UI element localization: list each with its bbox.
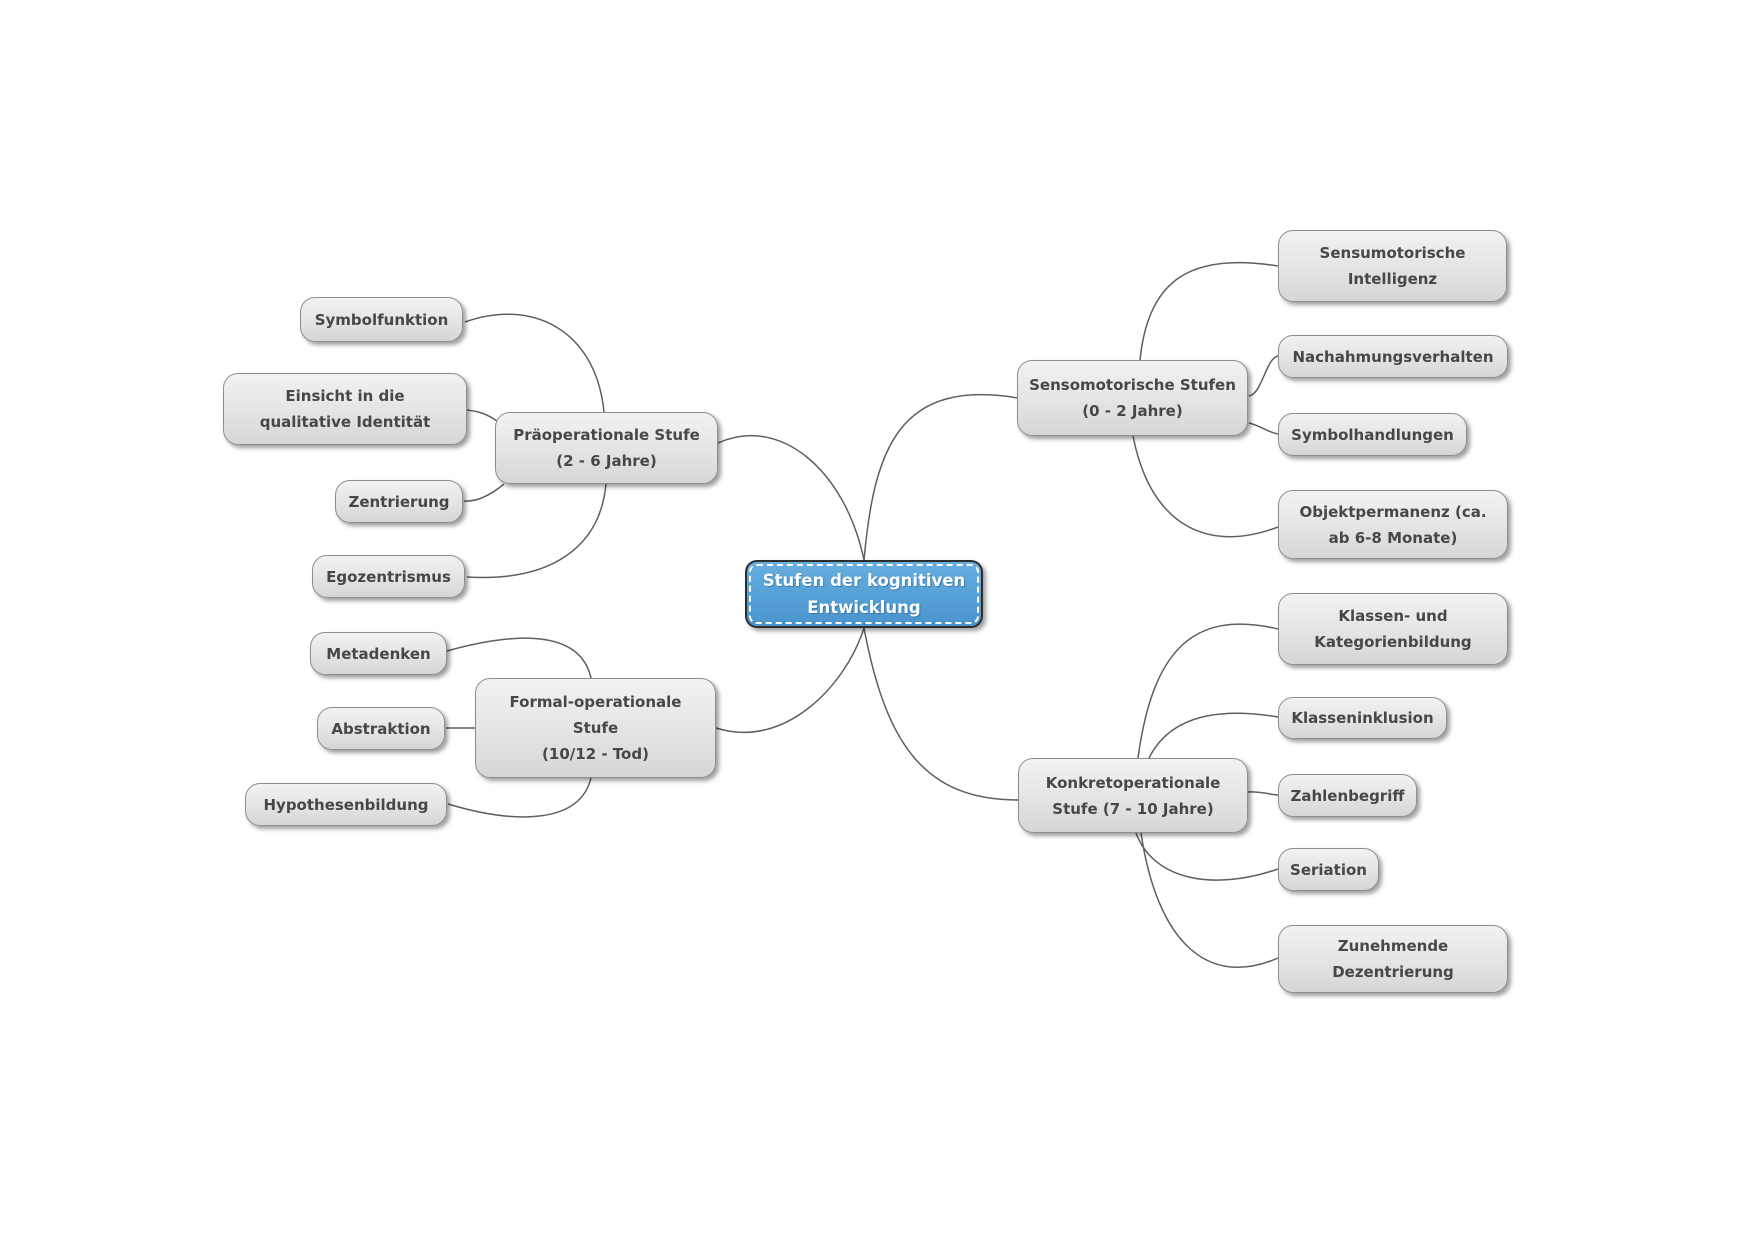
connector-sensomot-to-objektpermanenz (1132, 435, 1279, 538)
node-root-label: Stufen der kognitiven Entwicklung (762, 571, 966, 617)
connector-formal-to-hypothesenbildung (447, 777, 592, 818)
connector-formal-to-metadenken (446, 637, 592, 679)
node-label: Objektpermanenz (ca. ab 6-8 Monate) (1299, 502, 1487, 547)
node-label: Zentrierung (348, 492, 450, 511)
connector-sensomot-to-symbolhandlungen (1248, 422, 1279, 435)
node-label: Präoperationale Stufe (2 - 6 Jahre) (513, 426, 700, 470)
connector-konkret-to-klasseninklusion (1148, 712, 1279, 759)
connector-root-to-formaloperationale (715, 627, 865, 734)
connector-konkret-to-dezentrierung (1140, 832, 1279, 968)
node-sensumotorische-intelligenz[interactable]: Sensumotorische Intelligenz (1278, 230, 1507, 302)
node-praeoperationale-stufe[interactable]: Präoperationale Stufe (2 - 6 Jahre) (495, 412, 718, 484)
node-root-stufen-der-kognitiven-entwicklung[interactable]: Stufen der kognitiven Entwicklung (745, 560, 983, 628)
connector-sensomot-to-intelligenz (1139, 261, 1279, 361)
node-label: Hypothesenbildung (263, 795, 429, 814)
node-nachahmungsverhalten[interactable]: Nachahmungsverhalten (1278, 335, 1508, 378)
connector-praeop-to-zentrierung (463, 483, 505, 502)
node-hypothesenbildung[interactable]: Hypothesenbildung (245, 783, 447, 826)
connector-root-to-konkretoperationale (863, 627, 1019, 801)
node-zentrierung[interactable]: Zentrierung (335, 480, 463, 523)
node-seriation[interactable]: Seriation (1278, 848, 1379, 891)
node-label: Klasseninklusion (1291, 709, 1434, 727)
node-metadenken[interactable]: Metadenken (310, 632, 447, 675)
node-label: Seriation (1290, 860, 1367, 879)
node-sensomotorische-stufen[interactable]: Sensomotorische Stufen (0 - 2 Jahre) (1017, 360, 1248, 436)
node-zahlenbegriff[interactable]: Zahlenbegriff (1278, 774, 1417, 817)
connector-praeop-to-einsicht (465, 409, 498, 422)
node-konkretoperationale-stufe[interactable]: Konkretoperationale Stufe (7 - 10 Jahre) (1018, 758, 1248, 833)
node-egozentrismus[interactable]: Egozentrismus (312, 555, 465, 598)
node-formal-operationale-stufe[interactable]: Formal-operationale Stufe (10/12 - Tod) (475, 678, 716, 778)
node-einsicht-qualitative-identitaet[interactable]: Einsicht in die qualitative Identität (223, 373, 467, 445)
node-label: Klassen- und Kategorienbildung (1314, 607, 1472, 651)
connector-konkret-to-zahlenbegriff (1247, 791, 1279, 796)
node-label: Sensomotorische Stufen (0 - 2 Jahre) (1029, 376, 1236, 420)
node-label: Nachahmungsverhalten (1292, 347, 1494, 366)
connector-konkret-to-klassenbildung (1137, 623, 1279, 759)
connector-praeop-to-symbolfunktion (464, 313, 605, 413)
connector-root-to-praeoperationale (717, 434, 865, 561)
node-abstraktion[interactable]: Abstraktion (317, 707, 445, 750)
node-zunehmende-dezentrierung[interactable]: Zunehmende Dezentrierung (1278, 925, 1508, 993)
node-label: Sensumotorische Intelligenz (1319, 244, 1466, 288)
connector-sensomot-to-nachahmung (1248, 355, 1279, 397)
node-klassen-kategorienbildung[interactable]: Klassen- und Kategorienbildung (1278, 593, 1508, 665)
node-label: Formal-operationale Stufe (10/12 - Tod) (509, 693, 682, 763)
connector-konkret-to-seriation (1135, 832, 1279, 881)
node-label: Zunehmende Dezentrierung (1332, 937, 1454, 981)
node-klasseninklusion[interactable]: Klasseninklusion (1278, 697, 1447, 739)
connector-root-to-sensomotorische (863, 393, 1019, 561)
node-label: Metadenken (326, 644, 431, 663)
node-label: Konkretoperationale Stufe (7 - 10 Jahre) (1045, 773, 1221, 818)
node-symbolfunktion[interactable]: Symbolfunktion (300, 297, 463, 342)
node-symbolhandlungen[interactable]: Symbolhandlungen (1278, 413, 1467, 456)
node-label: Egozentrismus (326, 567, 451, 586)
node-label: Abstraktion (331, 719, 431, 738)
node-label: Symbolfunktion (314, 310, 449, 329)
connector-praeop-to-egozentrismus (466, 483, 607, 579)
node-label: Einsicht in die qualitative Identität (259, 387, 431, 431)
node-objektpermanenz[interactable]: Objektpermanenz (ca. ab 6-8 Monate) (1278, 490, 1508, 559)
node-label: Symbolhandlungen (1291, 425, 1454, 444)
node-label: Zahlenbegriff (1290, 786, 1405, 805)
